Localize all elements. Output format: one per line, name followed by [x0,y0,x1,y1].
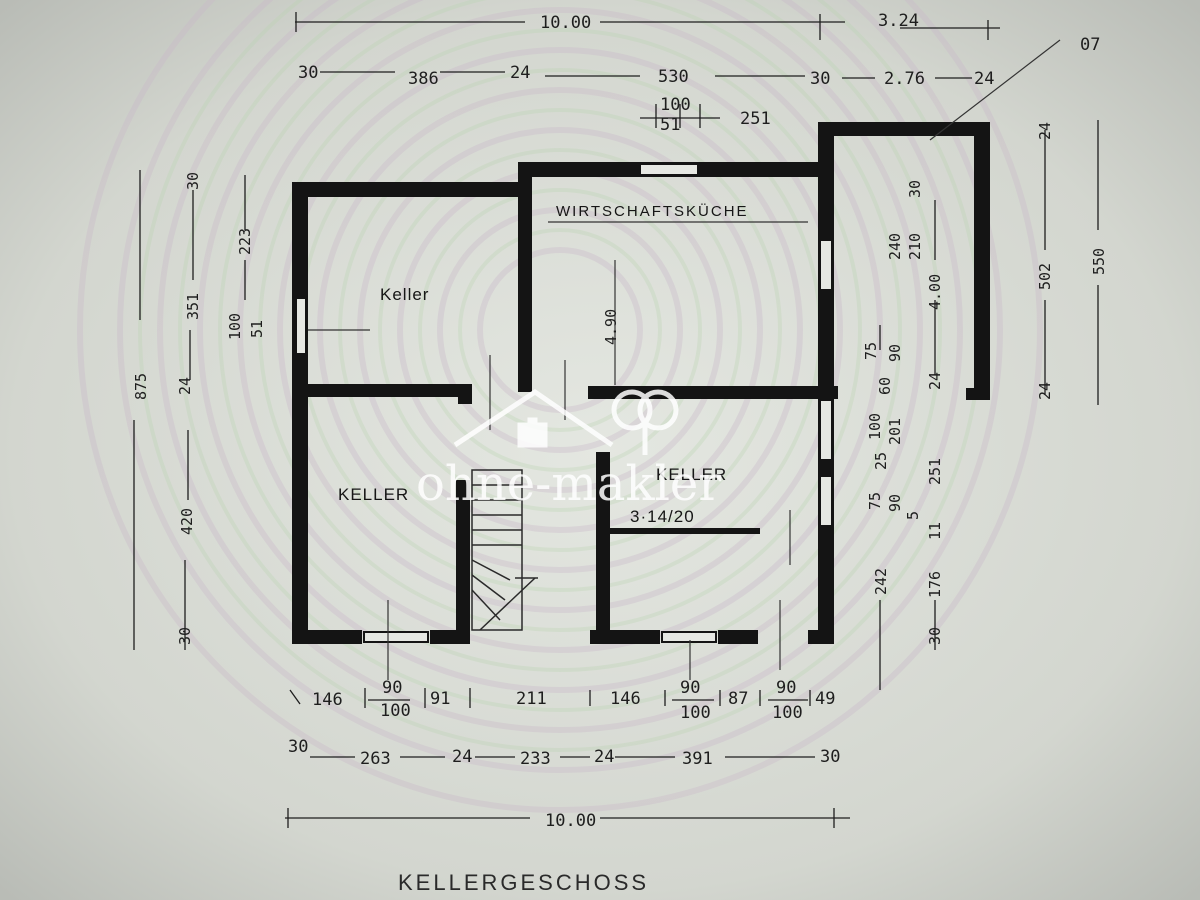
dim-right-inner: 30 [926,627,944,645]
dim-right-inner: 242 [872,568,890,595]
dim-bottom-seg: 91 [430,689,450,709]
dim-left-seg: 420 [178,508,196,535]
dim-right-inner: 176 [926,571,944,598]
dim-bottom-seg: 90 [680,678,700,698]
dim-top-seg: 386 [408,69,439,89]
dim-top-seg: 24 [510,63,530,83]
dim-bottom-seg: 30 [288,737,308,757]
dim-left-seg: 24 [176,377,194,395]
dim-right-annex: 502 [1036,263,1054,290]
dim-bottom-seg: 90 [382,678,402,698]
dim-top-seg: 2.76 [884,69,925,89]
dim-right-inner: 90 [886,494,904,512]
dim-right-annex: 550 [1090,248,1108,275]
dim-right-inner: 75 [866,492,884,510]
dim-right-inner: 100 [866,413,884,440]
dim-right-inner: 24 [926,372,944,390]
dim-left-seg: 30 [184,172,202,190]
windows [295,163,833,643]
watermark-text: ohne-makler [416,456,721,512]
dim-kitchen-height: 4.90 [602,309,620,345]
dim-left-seg: 30 [176,627,194,645]
dim-top-seg: 24 [974,69,994,89]
dim-right-inner: 5 [904,511,922,520]
dim-top-annex: 3.24 [878,11,919,31]
dim-right-inner: 90 [886,344,904,362]
dim-bottom-seg: 49 [815,689,835,709]
dim-right-inner: 25 [872,452,890,470]
dim-bottom-seg: 211 [516,689,547,709]
dim-bottom-seg: 24 [594,747,614,767]
dim-right-inner: 11 [926,522,944,540]
dim-right-inner: 4.00 [926,274,944,310]
dim-top-seg: 30 [810,69,830,89]
dim-bottom-seg: 100 [380,701,411,721]
dim-top-overall: 10.00 [540,13,591,33]
dim-bottom-seg: 146 [610,689,641,709]
dimensions-left [133,170,246,650]
drawing-title: KELLERGESCHOSS [398,870,649,895]
dim-bottom-seg: 90 [776,678,796,698]
dim-right-inner: 30 [906,180,924,198]
room-label-keller-left: KELLER [338,485,409,504]
dim-bottom-seg: 24 [452,747,472,767]
staircase [471,469,538,631]
dim-bottom-overall: 10.00 [545,811,596,831]
dim-bottom-seg: 100 [680,703,711,723]
room-label-keller-right: KELLER [656,465,727,484]
dim-bottom-seg: 233 [520,749,551,769]
dim-right-inner: 210 [906,233,924,260]
dim-right-inner: 240 [886,233,904,260]
dim-top-window: 100 [660,95,691,115]
dim-right-inner: 75 [862,342,880,360]
dim-top-seg: 30 [298,63,318,83]
dim-top-window: 251 [740,109,771,129]
dim-right-annex: 24 [1036,122,1054,140]
dim-left-seg: 351 [184,293,202,320]
dim-bottom-seg: 100 [772,703,803,723]
dim-right-inner: 201 [886,418,904,445]
dim-bottom-seg: 30 [820,747,840,767]
dim-left-overall: 875 [132,373,150,400]
dim-right-inner: 60 [876,377,894,395]
dim-bottom-seg: 391 [682,749,713,769]
room-label-kitchen: WIRTSCHAFTSKÜCHE [556,202,749,220]
dimensions-bottom [285,688,850,828]
dimensions-right [879,120,1099,690]
dim-left-seg: 51 [248,320,266,338]
watermark-logo [453,388,679,455]
dim-bottom-seg: 146 [312,690,343,710]
room-label-keller-top: Keller [380,285,429,304]
moire-pattern [77,0,1043,813]
dim-bottom-seg: 263 [360,749,391,769]
dim-top-window: 51 [660,115,680,135]
dim-right-inner: 251 [926,458,944,485]
dim-top-seg: 07 [1080,35,1100,55]
dim-bottom-seg: 87 [728,689,748,709]
dim-left-seg: 100 [226,313,244,340]
dim-left-seg: 223 [236,228,254,255]
dimensions-top [295,12,1000,128]
dim-right-annex: 24 [1036,382,1054,400]
dim-top-seg: 530 [658,67,689,87]
room-area-keller-right: 3·14/20 [630,507,695,526]
